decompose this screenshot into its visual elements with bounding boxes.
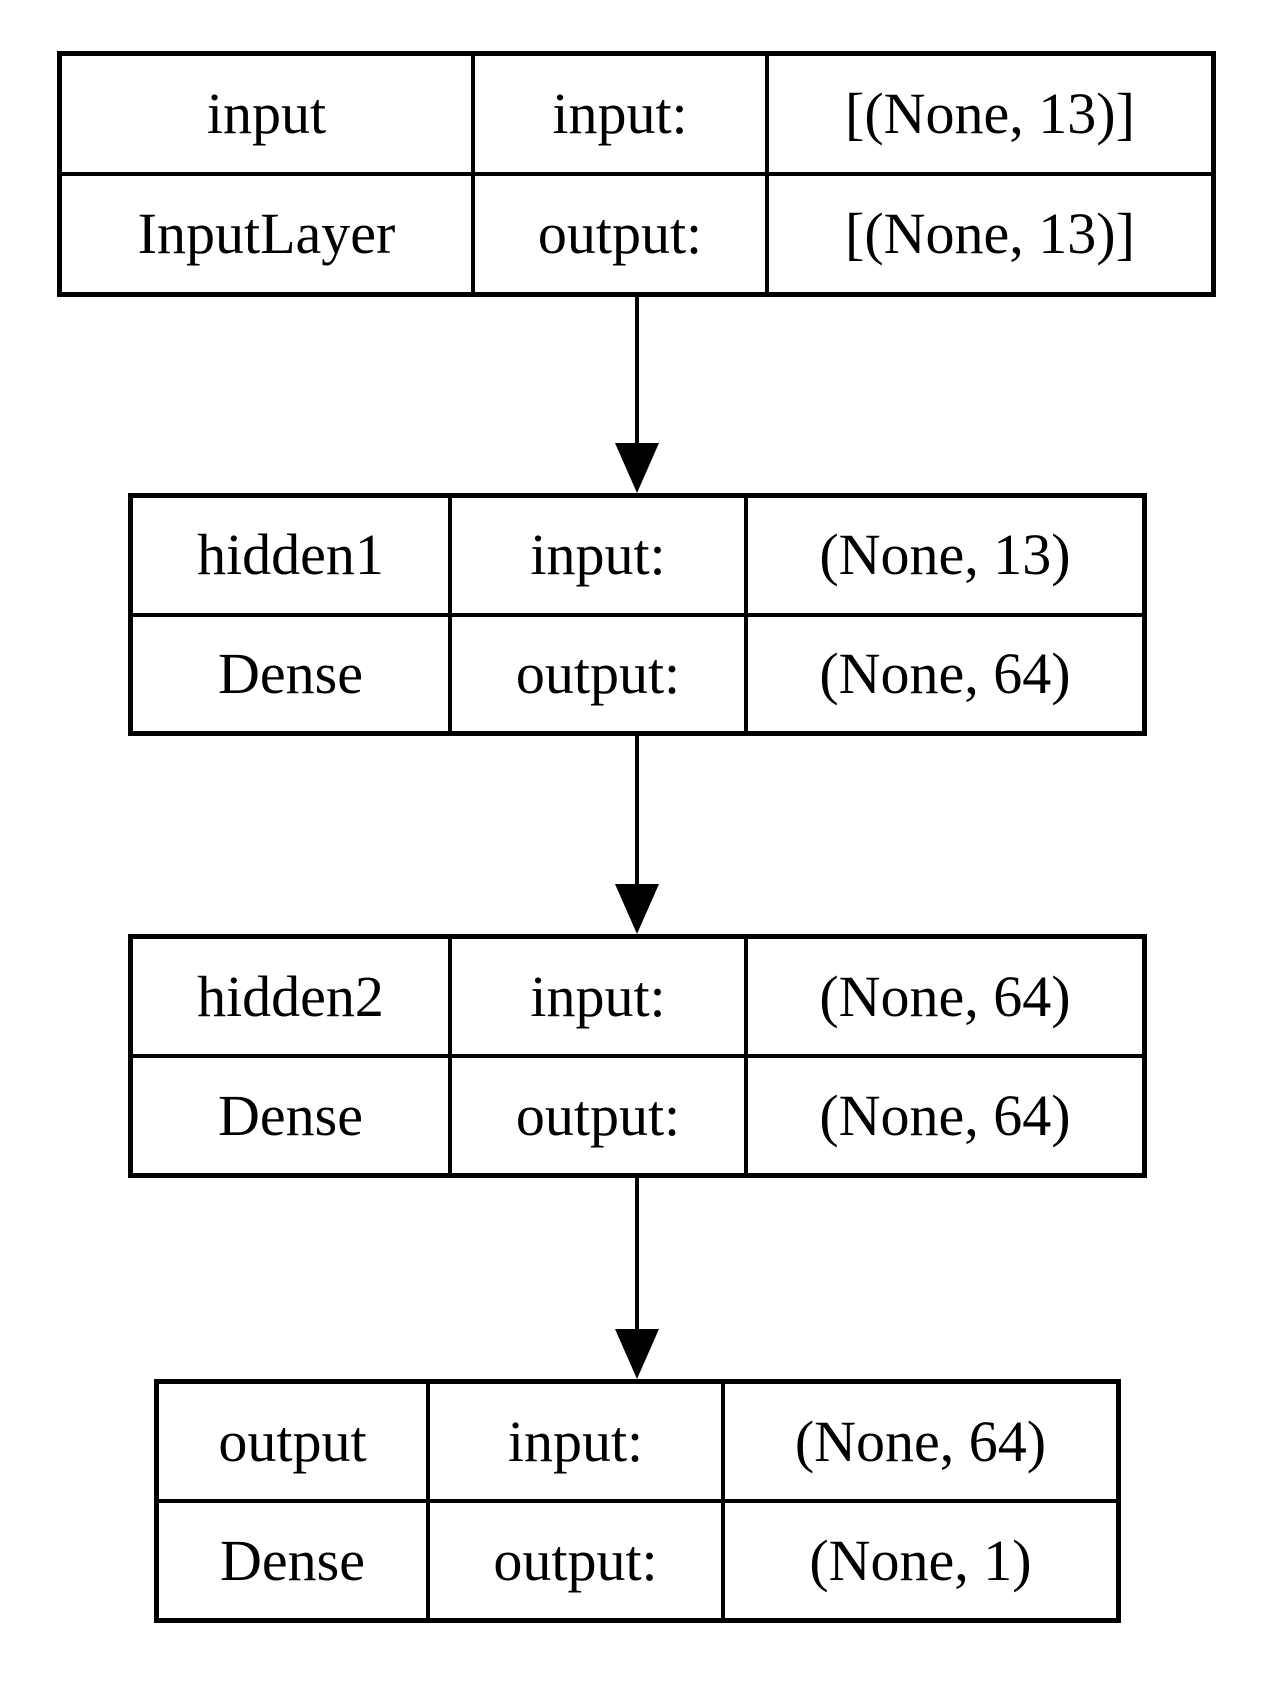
input-shape-cell: (None, 13): [748, 498, 1142, 613]
arrowhead-icon-hidden2-to-output: [615, 1329, 659, 1379]
arrowhead-icon-hidden1-to-hidden2: [615, 884, 659, 934]
layer-node-input: input input: [(None, 13)] InputLayer out…: [57, 51, 1216, 297]
output-label-cell: output:: [452, 1058, 744, 1173]
input-shape-cell: (None, 64): [748, 939, 1142, 1054]
layer-name-cell: hidden2: [133, 939, 448, 1054]
layer-name-cell: hidden1: [133, 498, 448, 613]
input-shape-cell: [(None, 13)]: [769, 56, 1211, 172]
layer-name-cell: output: [159, 1384, 426, 1499]
output-shape-cell: (None, 1): [725, 1503, 1116, 1618]
output-shape-cell: [(None, 13)]: [769, 176, 1211, 292]
edge-line-input-to-hidden1: [635, 297, 639, 443]
edge-line-hidden1-to-hidden2: [635, 736, 639, 884]
input-label-cell: input:: [452, 498, 744, 613]
output-shape-cell: (None, 64): [748, 1058, 1142, 1173]
input-shape-cell: (None, 64): [725, 1384, 1116, 1499]
layer-node-hidden1: hidden1 input: (None, 13) Dense output: …: [128, 493, 1147, 736]
output-label-cell: output:: [475, 176, 765, 292]
layer-type-cell: Dense: [133, 1058, 448, 1173]
output-shape-cell: (None, 64): [748, 616, 1142, 731]
layer-name-cell: input: [62, 56, 471, 172]
output-label-cell: output:: [452, 616, 744, 731]
arrowhead-icon-input-to-hidden1: [615, 443, 659, 493]
layer-node-output: output input: (None, 64) Dense output: (…: [154, 1379, 1121, 1623]
layer-type-cell: Dense: [159, 1503, 426, 1618]
edge-line-hidden2-to-output: [635, 1178, 639, 1329]
input-label-cell: input:: [430, 1384, 721, 1499]
layer-node-hidden2: hidden2 input: (None, 64) Dense output: …: [128, 934, 1147, 1178]
layer-type-cell: InputLayer: [62, 176, 471, 292]
input-label-cell: input:: [475, 56, 765, 172]
output-label-cell: output:: [430, 1503, 721, 1618]
layer-type-cell: Dense: [133, 616, 448, 731]
input-label-cell: input:: [452, 939, 744, 1054]
